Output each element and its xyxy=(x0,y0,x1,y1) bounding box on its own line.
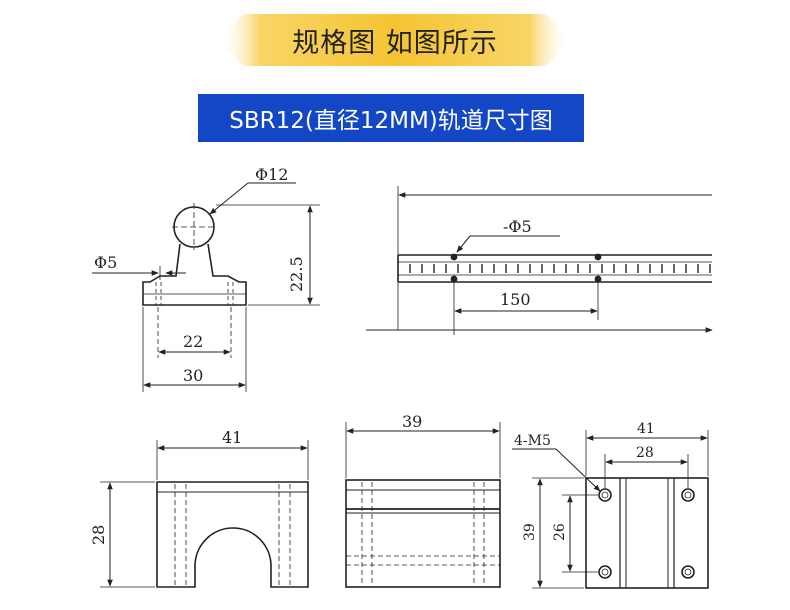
dim-28-top: 28 xyxy=(636,445,654,461)
block-side-view xyxy=(345,422,501,588)
dim-30: 30 xyxy=(183,366,203,385)
title-text: 规格图 如图所示 xyxy=(292,27,498,59)
rail-hole-1 xyxy=(450,253,458,261)
block-front-view xyxy=(100,440,309,588)
tap-hole-3 xyxy=(681,488,695,502)
dim-22: 22 xyxy=(183,332,203,351)
block-top-body xyxy=(585,477,709,589)
block-top-view xyxy=(512,430,709,589)
tap-hole-2 xyxy=(598,565,612,579)
rail-hole-2 xyxy=(450,275,458,283)
subtitle-bar: SBR12(直径12MM)轨道尺寸图 xyxy=(198,94,584,142)
dim-41-front: 41 xyxy=(222,428,242,447)
dim-hole-phi5: -Φ5 xyxy=(503,217,532,236)
dim-26-top: 26 xyxy=(552,523,568,541)
rail-slots xyxy=(409,264,711,273)
subtitle-text: SBR12(直径12MM)轨道尺寸图 xyxy=(229,108,553,134)
banner-shape xyxy=(218,14,572,66)
tap-hole-4 xyxy=(681,565,695,579)
dim-22-5: 22.5 xyxy=(287,256,306,292)
rail-hole-4 xyxy=(594,275,602,283)
dim-4-m5: 4-M5 xyxy=(514,433,551,449)
block-front-body xyxy=(156,481,309,588)
rail-profile-view xyxy=(92,182,320,392)
block-side-body xyxy=(345,479,501,588)
dim-phi5: Φ5 xyxy=(94,253,117,272)
dim-41-top: 41 xyxy=(637,421,655,437)
title-banner: 规格图 如图所示 xyxy=(218,14,572,66)
rail-support-body xyxy=(142,243,247,306)
tap-hole-1 xyxy=(598,488,612,502)
rail-hole-3 xyxy=(594,253,602,261)
dim-39-top: 39 xyxy=(522,523,538,541)
dim-28-front: 28 xyxy=(89,525,108,545)
dim-39-side: 39 xyxy=(402,412,422,431)
rail-side-view xyxy=(366,186,713,335)
dim-150: 150 xyxy=(500,290,531,309)
dim-phi12: Φ12 xyxy=(255,165,288,184)
